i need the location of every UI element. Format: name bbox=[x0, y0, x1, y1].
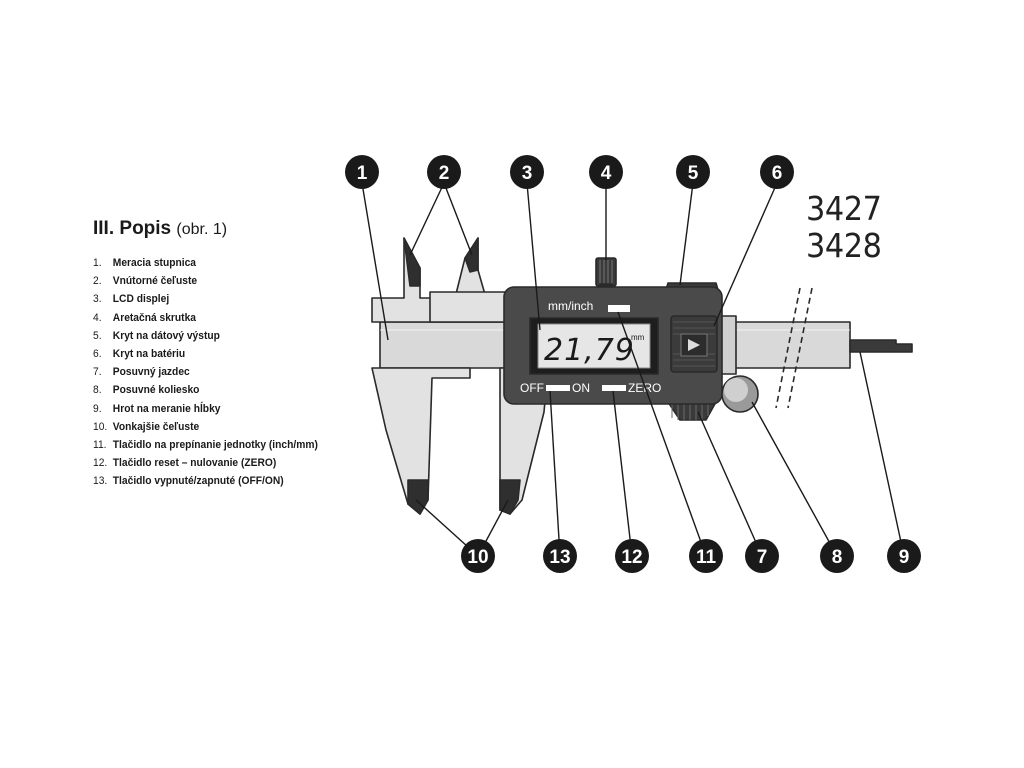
legend-item: 11. Tlačidlo na prepínanie jednotky (inch… bbox=[93, 436, 336, 454]
callout-11: 11 bbox=[689, 539, 723, 573]
lcd-unit: mm bbox=[631, 333, 645, 342]
legend-item: 4. Aretačná skrutka bbox=[93, 309, 336, 327]
legend-item: 1. Meracia stupnica bbox=[93, 254, 336, 272]
legend-item-number: 3. bbox=[93, 293, 102, 306]
svg-text:3: 3 bbox=[522, 163, 533, 184]
legend-item: 13. Tlačidlo vypnuté/zapnuté (OFF/ON) bbox=[93, 472, 336, 490]
fixed-inner-jaw bbox=[403, 237, 421, 287]
legend: III. Popis (obr. 1) 1. Meracia stupnica 2.… bbox=[93, 218, 363, 491]
leader-lines bbox=[361, 182, 905, 557]
svg-text:13: 13 bbox=[549, 547, 570, 568]
legend-item-number: 10. bbox=[93, 420, 108, 433]
callout-5: 5 bbox=[676, 155, 710, 189]
legend-item: 6. Kryt na batériu bbox=[93, 345, 336, 363]
legend-item-number: 5. bbox=[93, 329, 102, 342]
legend-item: 3. LCD displej bbox=[93, 290, 336, 308]
svg-text:1: 1 bbox=[357, 163, 368, 184]
zero-button[interactable] bbox=[602, 385, 626, 391]
legend-item-label: Posuvný jazdec bbox=[112, 366, 190, 379]
model-number: 3428 bbox=[806, 226, 882, 265]
svg-text:10: 10 bbox=[467, 547, 488, 568]
legend-item-label: Vnútorné čeľuste bbox=[112, 275, 198, 288]
legend-item-number: 9. bbox=[93, 402, 102, 415]
svg-text:5: 5 bbox=[688, 163, 699, 184]
legend-item-label: Vonkajšie čeľuste bbox=[112, 420, 200, 433]
legend-item: 5. Kryt na dátový výstup bbox=[93, 327, 336, 345]
legend-item-number: 1. bbox=[93, 257, 102, 269]
legend-item-label: Tlačidlo vypnuté/zapnuté (OFF/ON) bbox=[112, 475, 284, 488]
caliper bbox=[371, 237, 913, 515]
callout-8: 8 bbox=[820, 539, 854, 573]
legend-item-number: 4. bbox=[93, 311, 102, 324]
legend-title-sub: (obr. 1) bbox=[176, 221, 228, 238]
off-label: OFF bbox=[520, 381, 544, 395]
legend-item-label: Tlačidlo na prepínanie jednotky (inch/mm… bbox=[112, 439, 318, 452]
unit-button[interactable] bbox=[608, 305, 630, 312]
legend-title-main: III. Popis bbox=[93, 218, 172, 239]
legend-list: 1. Meracia stupnica 2. Vnútorné čeľuste 3. LC… bbox=[93, 254, 363, 491]
legend-item-number: 8. bbox=[93, 384, 102, 397]
svg-text:4: 4 bbox=[601, 163, 612, 184]
depth-rod bbox=[849, 339, 913, 353]
legend-item-number: 12. bbox=[93, 457, 108, 470]
callout-6: 6 bbox=[760, 155, 794, 189]
beam-break-mark bbox=[775, 287, 813, 409]
lcd-value: 21,79 bbox=[544, 333, 635, 368]
svg-text:9: 9 bbox=[899, 547, 910, 568]
legend-title: III. Popis (obr. 1) bbox=[93, 218, 363, 240]
svg-text:2: 2 bbox=[439, 163, 450, 184]
on-label: ON bbox=[572, 381, 590, 395]
legend-item: 9. Hrot na meranie hĺbky bbox=[93, 400, 336, 418]
legend-item-label: Meracia stupnica bbox=[112, 257, 196, 269]
svg-text:7: 7 bbox=[757, 547, 768, 568]
unit-button-label: mm/inch bbox=[548, 299, 593, 313]
callout-2: 2 bbox=[427, 155, 461, 189]
legend-item: 7. Posuvný jazdec bbox=[93, 363, 336, 381]
legend-item: 2. Vnútorné čeľuste bbox=[93, 272, 336, 290]
power-button[interactable] bbox=[546, 385, 570, 391]
callout-9: 9 bbox=[887, 539, 921, 573]
model-number: 3427 bbox=[806, 189, 882, 228]
callout-3: 3 bbox=[510, 155, 544, 189]
locking-screw bbox=[595, 257, 617, 287]
callout-badges: 1 2 3 4 5 6 7 8 9 10 13 12 11 bbox=[345, 155, 921, 573]
callout-12: 12 bbox=[615, 539, 649, 573]
svg-text:6: 6 bbox=[772, 163, 783, 184]
legend-item: 8. Posuvné koliesko bbox=[93, 381, 336, 399]
model-numbers: 3427 3428 bbox=[806, 190, 888, 264]
legend-item-label: Aretačná skrutka bbox=[112, 311, 197, 324]
legend-item: 10. Vonkajšie čeľuste bbox=[93, 418, 336, 436]
svg-text:8: 8 bbox=[832, 547, 843, 568]
svg-text:11: 11 bbox=[696, 547, 717, 568]
callout-10: 10 bbox=[461, 539, 495, 573]
legend-item-number: 2. bbox=[93, 275, 102, 288]
legend-item-label: Tlačidlo reset – nulovanie (ZERO) bbox=[112, 457, 277, 470]
legend-item-number: 11. bbox=[93, 439, 107, 452]
legend-item-label: Posuvné koliesko bbox=[112, 384, 200, 397]
callout-4: 4 bbox=[589, 155, 623, 189]
callout-7: 7 bbox=[745, 539, 779, 573]
legend-item-label: Kryt na batériu bbox=[112, 348, 186, 361]
legend-item-number: 13. bbox=[93, 475, 108, 488]
legend-item-number: 6. bbox=[93, 348, 102, 361]
legend-item-label: Hrot na meranie hĺbky bbox=[112, 402, 221, 415]
callout-1: 1 bbox=[345, 155, 379, 189]
legend-item-label: LCD displej bbox=[112, 293, 170, 306]
lcd-display bbox=[537, 323, 651, 369]
legend-item-number: 7. bbox=[93, 366, 102, 379]
svg-text:12: 12 bbox=[621, 547, 642, 568]
legend-item-label: Kryt na dátový výstup bbox=[112, 329, 220, 342]
callout-13: 13 bbox=[543, 539, 577, 573]
legend-item: 12. Tlačidlo reset – nulovanie (ZERO) bbox=[93, 454, 336, 472]
